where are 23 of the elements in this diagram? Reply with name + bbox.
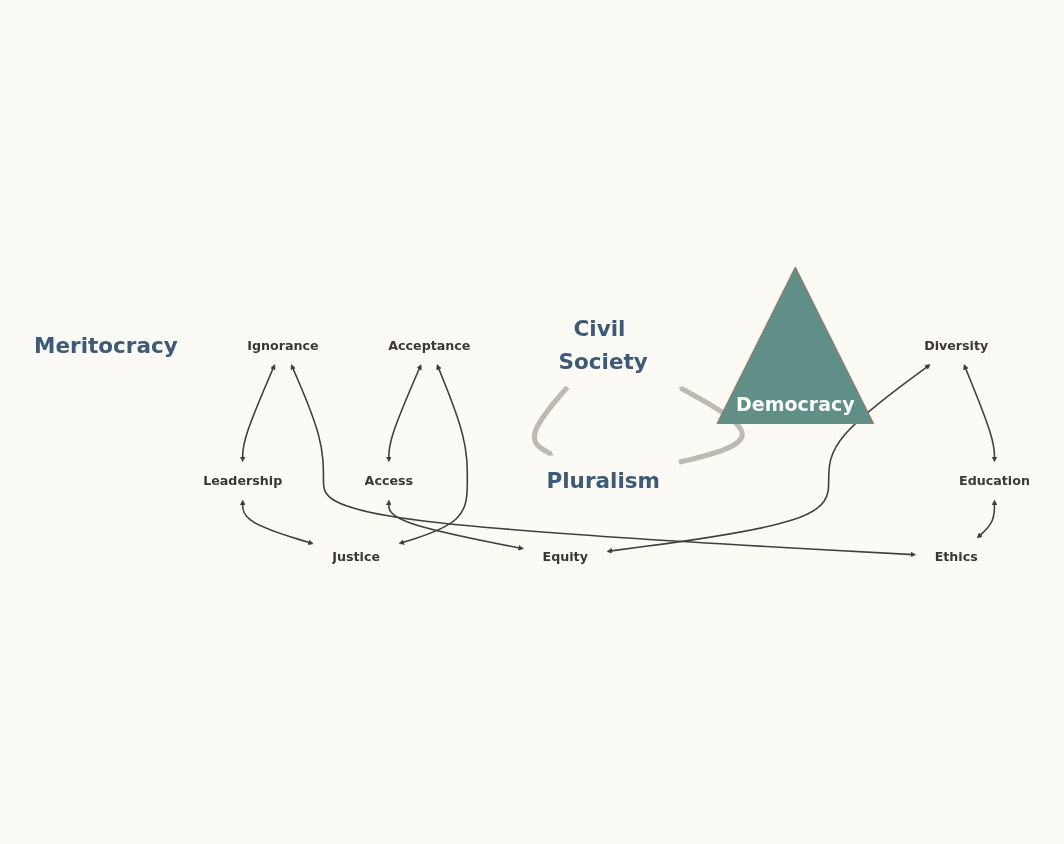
arrow (239, 364, 276, 463)
node-text: Ignorance (247, 338, 319, 354)
node-text: Justice (332, 549, 381, 566)
arrow (386, 500, 524, 551)
arrow (239, 500, 314, 546)
arrow (976, 500, 998, 539)
arrow (678, 386, 745, 466)
node-text: Pluralism (546, 468, 661, 494)
arrow (386, 364, 422, 463)
node-text: Leadership (203, 473, 283, 489)
node-text: Diversity (924, 338, 989, 354)
node-text: Meritocracy (34, 332, 178, 359)
node-text: Civil Society (558, 316, 648, 375)
node-text: Acceptance (388, 338, 471, 354)
arrow (398, 364, 469, 546)
node-text: Ethics (934, 549, 978, 566)
arrow (606, 364, 931, 555)
node-text: Equity (542, 549, 588, 566)
node-text: Education (959, 473, 1030, 489)
arrow (290, 364, 916, 558)
arrow (531, 385, 570, 457)
arrow (963, 364, 998, 463)
node-text: Access (364, 473, 414, 489)
